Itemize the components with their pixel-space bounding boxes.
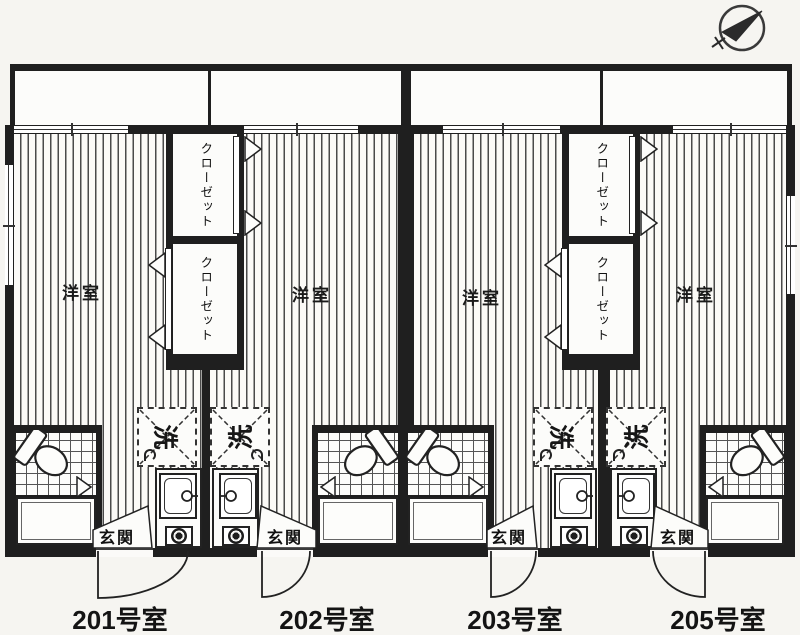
entrance-door-arc-201 [97, 551, 189, 599]
washer-pan-205: 洗 [606, 407, 666, 467]
bathtub-202 [318, 497, 398, 545]
bathtub-201 [16, 497, 96, 545]
closet-door-panel [561, 248, 568, 350]
door-swing-icon [640, 136, 658, 162]
washer-label: 洗 [227, 424, 256, 450]
entrance-label-205: 玄関 [660, 530, 697, 547]
washer-cross-icon [139, 409, 195, 465]
door-swing-icon [244, 210, 262, 236]
unit-label-201: 201号室 [72, 605, 168, 635]
faucet-icon [618, 490, 635, 502]
closet-upper-203-205: クローゼット [569, 134, 633, 236]
bathtub-205 [706, 497, 784, 545]
washer-cross-icon [608, 409, 664, 465]
kitchen-sink [617, 473, 655, 519]
kitchenette-201 [155, 468, 202, 548]
closet-door-panel [233, 136, 240, 234]
entrance-door-arc-203 [490, 551, 537, 598]
closet-label: クローゼット [594, 255, 609, 343]
bathroom-door-icon [468, 476, 484, 498]
faucet-icon [613, 449, 625, 461]
faucet-icon [220, 490, 237, 502]
entrance-label-202: 玄関 [267, 530, 304, 547]
room-label-203: 洋室 [462, 289, 502, 308]
washer-pan-201: 洗 [137, 407, 197, 467]
door-swing-icon [148, 252, 166, 278]
window-side-left [3, 165, 15, 285]
kitchenette-202 [212, 468, 259, 548]
balcony-divider [600, 71, 603, 125]
closet-door-panel [165, 248, 172, 350]
unit-label-203: 203号室 [467, 605, 563, 635]
doorway-205 [650, 548, 708, 557]
window-top-205 [673, 123, 786, 136]
washer-pan-203: 洗 [533, 407, 593, 467]
closet-lower-201-202: クローゼット [173, 244, 237, 354]
closet-label: クローゼット [594, 141, 609, 229]
faucet-icon [181, 490, 198, 502]
bathroom-door-icon [708, 476, 724, 498]
doorway-203 [488, 548, 538, 557]
burner-icon [171, 528, 187, 544]
kitchen-sink [219, 473, 257, 519]
doorway-201 [96, 548, 153, 557]
door-swing-icon [544, 252, 562, 278]
faucet-icon [144, 449, 156, 461]
balcony-left [10, 64, 406, 125]
balcony-right [406, 64, 792, 125]
washer-cross-icon [535, 409, 591, 465]
unit-label-202: 202号室 [279, 605, 375, 635]
stove-burner [222, 526, 250, 546]
kitchenette-205 [610, 468, 657, 548]
kitchen-sink [159, 473, 198, 519]
toilet-icon-201 [14, 430, 68, 477]
washer-label: 洗 [546, 424, 575, 450]
faucet-icon [540, 449, 552, 461]
unit-label-205: 205号室 [670, 605, 766, 635]
window-top-202 [233, 123, 358, 136]
room-label-201: 洋室 [62, 284, 102, 303]
closet-lower-203-205: クローゼット [569, 244, 633, 354]
washer-cross-icon [212, 409, 268, 465]
toilet-icon-202 [344, 430, 398, 477]
door-swing-icon [544, 324, 562, 350]
washer-pan-202: 洗 [210, 407, 270, 467]
window-top-201 [14, 123, 128, 136]
room-label-205: 洋室 [676, 286, 716, 305]
toilet-icon-205 [730, 430, 784, 477]
faucet-icon [251, 449, 263, 461]
door-swing-icon [640, 210, 658, 236]
doorway-202 [257, 548, 313, 557]
door-swing-icon [244, 136, 262, 162]
bathroom-door-icon [320, 476, 336, 498]
kitchen-sink [554, 473, 593, 519]
entrance-label-201: 玄関 [99, 530, 136, 547]
closet-label: クローゼット [198, 141, 213, 229]
room-label-202: 洋室 [292, 286, 332, 305]
closet-door-panel [629, 136, 636, 234]
washer-label: 洗 [150, 424, 179, 450]
toilet-icon-203 [406, 430, 460, 477]
balcony-divider [208, 71, 211, 125]
faucet-icon [576, 490, 593, 502]
window-top-203 [443, 123, 560, 136]
entrance-door-arc-205 [652, 551, 706, 598]
kitchenette-203 [550, 468, 597, 548]
burner-icon [228, 528, 244, 544]
stove-burner [560, 526, 588, 546]
washer-label: 洗 [623, 424, 652, 450]
closet-label: クローゼット [198, 255, 213, 343]
burner-icon [626, 528, 642, 544]
bathroom-door-icon [76, 476, 92, 498]
door-swing-icon [148, 324, 166, 350]
stove-burner [620, 526, 648, 546]
entrance-door-arc-202 [261, 551, 311, 598]
bathtub-203 [408, 497, 488, 545]
closet-upper-201-202: クローゼット [173, 134, 237, 236]
entrance-label-203: 玄関 [491, 530, 528, 547]
stove-burner [165, 526, 193, 546]
north-compass-icon [711, 4, 766, 52]
burner-icon [566, 528, 582, 544]
window-side-right [785, 196, 797, 294]
